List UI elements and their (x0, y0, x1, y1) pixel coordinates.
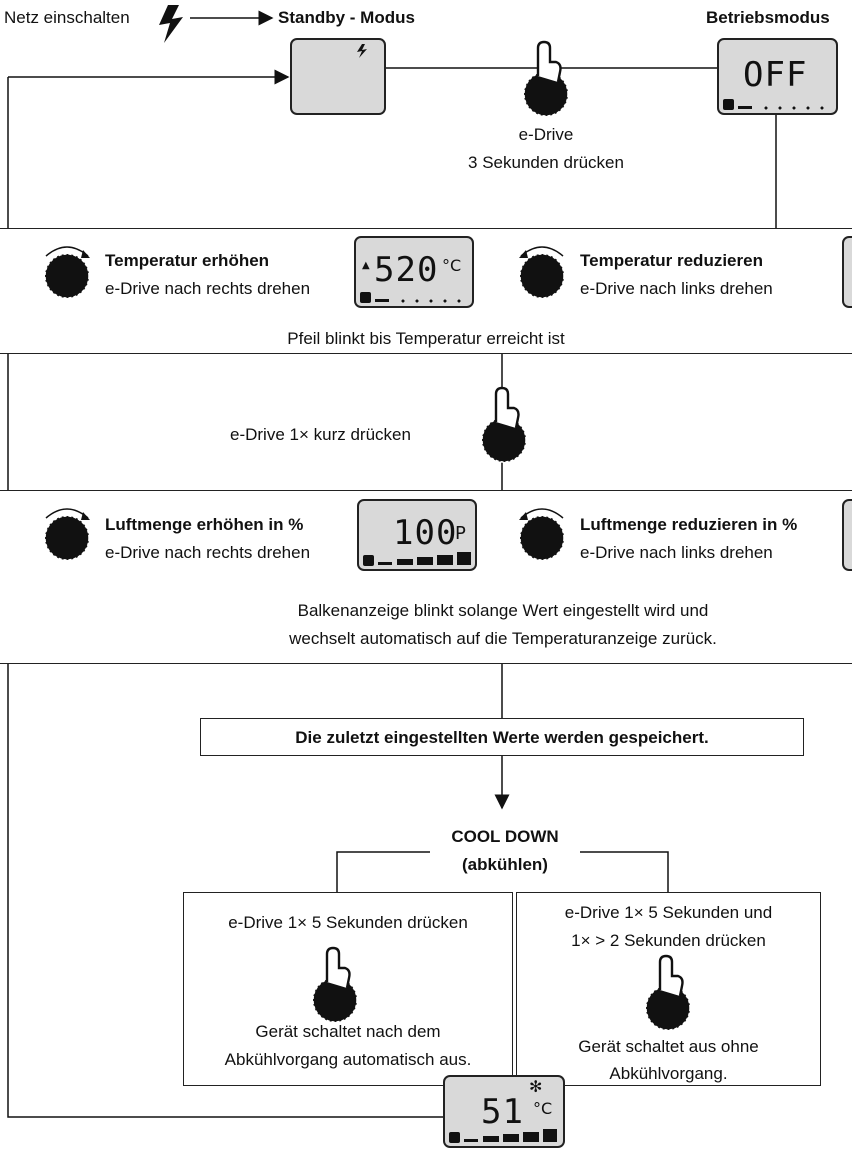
rotate-right-icon[interactable] (38, 498, 96, 564)
operating-title: Betriebsmodus (706, 8, 830, 27)
edrive-knob-short-press[interactable] (476, 384, 532, 469)
temp-increase-sub: e-Drive nach rechts drehen (105, 279, 311, 298)
cooldown-right-note1: Gerät schaltet aus ohne (578, 1037, 759, 1056)
air-decrease-sub: e-Drive nach links drehen (580, 543, 773, 562)
cooldown-title: COOL DOWN (451, 827, 559, 846)
temp-decrease-sub: e-Drive nach links drehen (580, 279, 773, 298)
air-unit: P (455, 523, 466, 544)
press-3s-label: 3 Sekunden drücken (468, 153, 624, 172)
cooldown-right-instruction2: 1× > 2 Sekunden drücken (571, 931, 766, 950)
edrive-knob-5s[interactable] (307, 944, 363, 1029)
temp-note: Pfeil blinkt bis Temperatur erreicht ist (287, 329, 565, 348)
display-off-text: OFF (743, 55, 808, 95)
lightning-icon (159, 5, 183, 43)
hand-press-icon (312, 946, 358, 1023)
fan-icon (449, 1132, 460, 1143)
airflow-display: 100 P (357, 499, 477, 571)
cooldown-unit: °C (533, 1099, 553, 1118)
standby-display (290, 38, 386, 115)
temp-value: 520 (374, 250, 439, 290)
edrive-knob-press[interactable] (518, 38, 574, 123)
air-decrease-title: Luftmenge reduzieren in % (580, 515, 798, 534)
air-increase-sub: e-Drive nach rechts drehen (105, 543, 311, 562)
temperature-display-cut (842, 236, 852, 308)
rotate-right-icon[interactable] (38, 236, 96, 302)
cooldown-subtitle: (abkühlen) (462, 855, 548, 874)
cooldown-right-note2: Abkühlvorgang. (609, 1064, 728, 1083)
hand-press-icon (645, 954, 691, 1031)
fan-icon (360, 292, 371, 303)
cooldown-value: 51 (481, 1092, 524, 1132)
temp-increase-title: Temperatur erhöhen (105, 251, 270, 270)
fan-icon (363, 555, 374, 566)
edrive-label: e-Drive (518, 125, 574, 144)
cooldown-right-instruction1: e-Drive 1× 5 Sekunden und (564, 903, 773, 922)
temp-unit: °C (442, 256, 462, 275)
airflow-display-cut (842, 499, 852, 571)
air-note-line2: wechselt automatisch auf die Temperatura… (289, 629, 717, 648)
lightning-icon (357, 44, 367, 58)
hand-press-icon (481, 386, 527, 463)
saved-box (200, 718, 804, 756)
cooldown-display: ✻ 51 °C (443, 1075, 565, 1148)
air-value: 100 (393, 513, 458, 553)
air-increase-title: Luftmenge erhöhen in % (105, 515, 304, 534)
power-on-label: Netz einschalten (4, 8, 130, 27)
temperature-display: ▲ 520 °C (354, 236, 474, 308)
cooldown-left-note2: Abkühlvorgang automatisch aus. (224, 1050, 472, 1069)
cooldown-left-instruction: e-Drive 1× 5 Sekunden drücken (228, 913, 468, 932)
standby-title: Standby - Modus (278, 8, 415, 27)
cooldown-left-note1: Gerät schaltet nach dem (255, 1022, 441, 1041)
rotate-left-icon[interactable] (513, 236, 571, 302)
hand-press-icon (523, 40, 569, 117)
air-note-line1: Balkenanzeige blinkt solange Wert einges… (297, 601, 709, 620)
fan-icon (723, 99, 734, 110)
rotate-left-icon[interactable] (513, 498, 571, 564)
snowflake-icon: ✻ (529, 1077, 543, 1096)
temp-decrease-title: Temperatur reduzieren (580, 251, 763, 270)
saved-text: Die zuletzt eingestellten Werte werden g… (295, 728, 709, 747)
short-press-label: e-Drive 1× kurz drücken (230, 425, 411, 444)
edrive-knob-5s-2s[interactable] (640, 952, 696, 1037)
operating-display: OFF (717, 38, 838, 115)
